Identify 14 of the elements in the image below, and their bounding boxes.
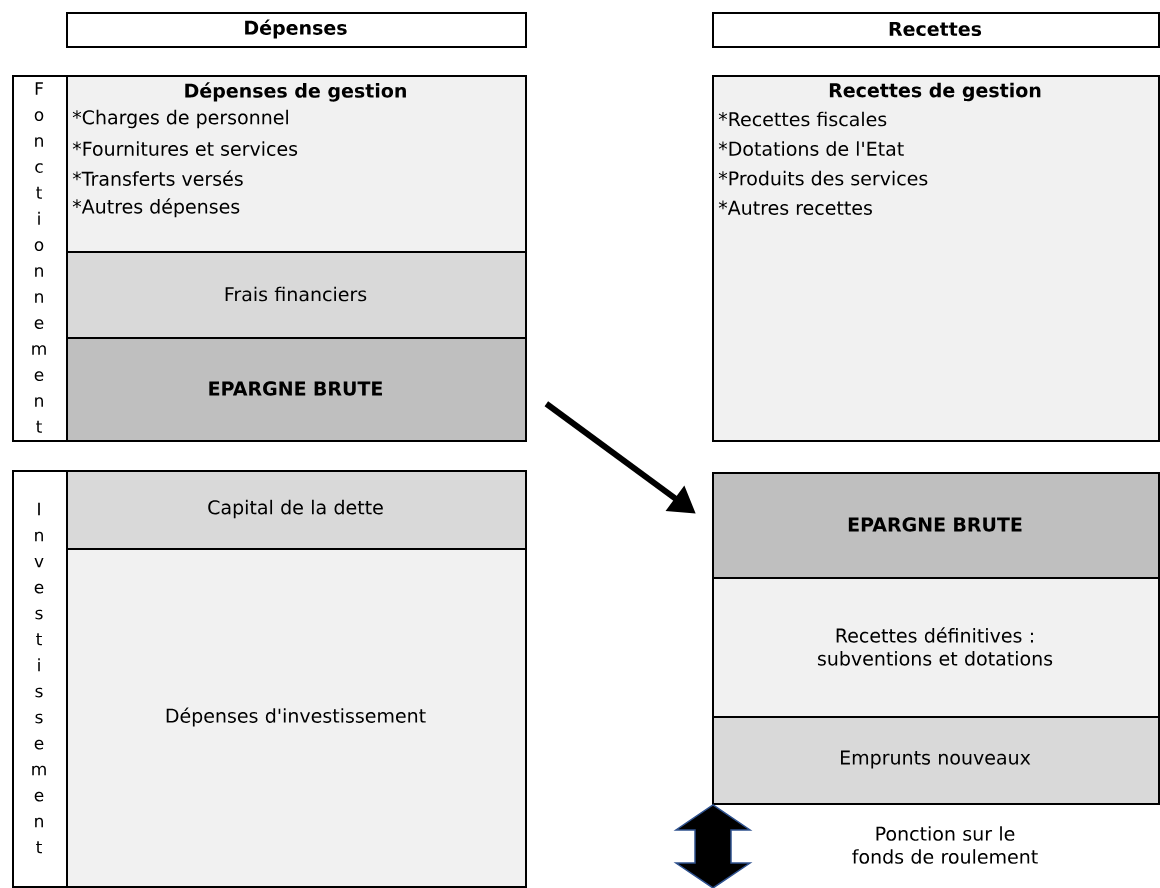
category-box: Capital de la dette [66, 470, 527, 550]
category-box: Recettes de gestion *Recettes fiscales *Dotations de l'Etat *Produits des services *Autres recettes [712, 75, 1160, 442]
column-header: Recettes [712, 12, 1160, 48]
category-box: Frais financiers [66, 251, 527, 339]
section-label-box: Fonctionnement [12, 75, 68, 442]
section-label-box: Investissement [12, 470, 68, 888]
note-text: Ponction sur le fonds de roulement [852, 826, 1038, 864]
category-box: Dépenses de gestion *Charges de personnel *Fournitures et services *Transferts versés *Autres dépenses [66, 75, 527, 253]
category-box: Dépenses d'investissement [66, 548, 527, 888]
category-box: EPARGNE BRUTE [66, 337, 527, 442]
category-box: Recettes définitives : subventions et dotations [712, 577, 1160, 718]
column-header: Dépenses [66, 12, 527, 48]
category-box: Emprunts nouveaux [712, 716, 1160, 805]
category-box: EPARGNE BRUTE [712, 472, 1160, 579]
